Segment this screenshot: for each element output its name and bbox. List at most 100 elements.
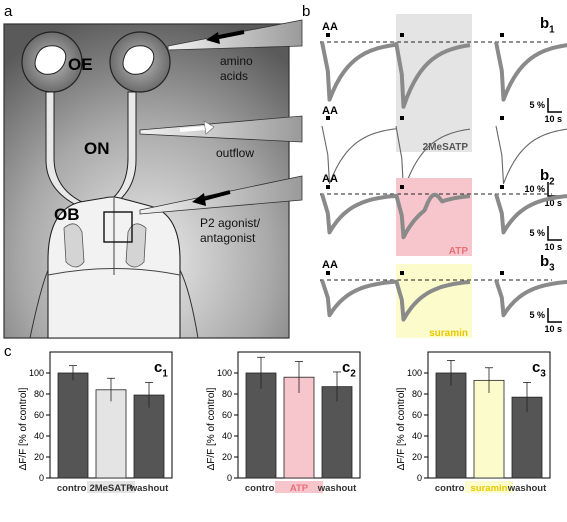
outflow-annotation: outflow — [216, 146, 255, 160]
stimulus-marker — [400, 33, 404, 37]
fluorescence-trace — [494, 41, 567, 102]
bar — [435, 372, 467, 479]
category-label: control — [245, 483, 277, 494]
panel-a-letter: a — [4, 3, 13, 20]
fluorescence-trace — [395, 125, 471, 192]
bar — [473, 379, 505, 479]
y-axis-label: ΔF/F [% of control] — [396, 387, 407, 470]
stimulus-marker — [500, 271, 504, 275]
category-label: washout — [507, 483, 547, 494]
agent-highlight — [396, 14, 472, 152]
panel-c-letter: c — [4, 343, 12, 360]
fluorescence-trace — [320, 193, 397, 235]
bar — [321, 386, 353, 479]
fluorescence-trace — [394, 41, 471, 109]
bar — [245, 372, 277, 479]
fluorescence-trace — [321, 125, 397, 185]
scale-y-label: 5 % — [529, 228, 545, 238]
category-label-bg — [465, 481, 513, 493]
y-tick-label: 20 — [34, 452, 44, 462]
p2-annotation: P2 agonist/ antagonist — [200, 216, 261, 245]
panel-a: a OE ON OB — [0, 0, 310, 340]
stimulus-marker — [326, 33, 330, 37]
row-sublabel: b1 — [540, 15, 555, 36]
fluorescence-trace — [494, 279, 567, 318]
y-tick-label: 80 — [412, 389, 422, 399]
y-tick-label: 100 — [217, 368, 232, 378]
scale-bar — [547, 98, 562, 113]
bar — [133, 394, 165, 479]
y-tick-label: 20 — [412, 452, 422, 462]
category-label: control — [435, 483, 467, 494]
scale-y-label: 5 % — [529, 310, 545, 320]
stimulus-marker — [326, 116, 330, 120]
imaging-region-box — [103, 211, 133, 243]
y-tick-label: 60 — [222, 410, 232, 420]
bar — [57, 372, 89, 479]
outflow-pipette — [139, 115, 303, 143]
scale-x-label: 10 s — [544, 324, 562, 334]
y-tick-label: 0 — [227, 473, 232, 483]
stimulus-marker — [500, 116, 504, 120]
fluorescence-trace — [320, 41, 397, 102]
y-tick-label: 20 — [222, 452, 232, 462]
y-tick-label: 0 — [39, 473, 44, 483]
stimulus-marker — [400, 116, 404, 120]
ob-label: OB — [54, 205, 80, 224]
y-tick-label: 40 — [34, 431, 44, 441]
y-tick-label: 60 — [34, 410, 44, 420]
fluorescence-trace — [394, 192, 471, 240]
chart-sublabel: c3 — [532, 359, 546, 380]
arrow-left-icon — [206, 32, 220, 44]
stimulus-marker — [326, 271, 330, 275]
oe-label: OE — [68, 55, 93, 74]
row-sublabel: b3 — [540, 253, 555, 274]
scale-bar — [547, 226, 562, 241]
fluorescence-trace — [394, 279, 471, 322]
category-label: washout — [129, 483, 169, 494]
y-tick-label: 100 — [407, 368, 422, 378]
scale-bar — [547, 308, 562, 323]
fluorescence-trace — [320, 279, 397, 318]
y-tick-label: 80 — [34, 389, 44, 399]
olfactory-bulb — [29, 196, 199, 339]
aa-label: AA — [322, 259, 338, 271]
y-tick-label: 100 — [29, 368, 44, 378]
y-tick-label: 80 — [222, 389, 232, 399]
aa-label: AA — [322, 105, 338, 117]
tadpole-schematic: a OE ON OB — [3, 3, 303, 339]
y-tick-label: 40 — [412, 431, 422, 441]
stimulus-marker — [500, 33, 504, 37]
aa-label: AA — [322, 173, 338, 185]
stimulus-marker — [400, 185, 404, 189]
stimulus-marker — [500, 185, 504, 189]
fluorescence-trace — [494, 193, 567, 235]
category-label: suramin — [471, 483, 508, 494]
category-label: washout — [317, 483, 357, 494]
agent-highlight — [396, 264, 472, 338]
y-axis-label: ΔF/F [% of control] — [18, 387, 29, 470]
agent-highlight — [396, 178, 472, 256]
olfactory-epithelium — [21, 31, 171, 93]
chart-sublabel: c1 — [154, 359, 168, 380]
scale-y-label: 10 % — [524, 184, 545, 194]
arrow-left-icon — [192, 193, 206, 206]
scale-y-label: 5 % — [529, 100, 545, 110]
category-label: control — [57, 483, 89, 494]
y-axis-label: ΔF/F [% of control] — [206, 387, 217, 470]
amino-acid-pipette — [167, 19, 303, 51]
stimulus-marker — [400, 271, 404, 275]
y-tick-label: 60 — [412, 410, 422, 420]
bar — [95, 389, 127, 479]
aa-label: AA — [322, 21, 338, 33]
arrow-right-icon — [203, 120, 215, 135]
